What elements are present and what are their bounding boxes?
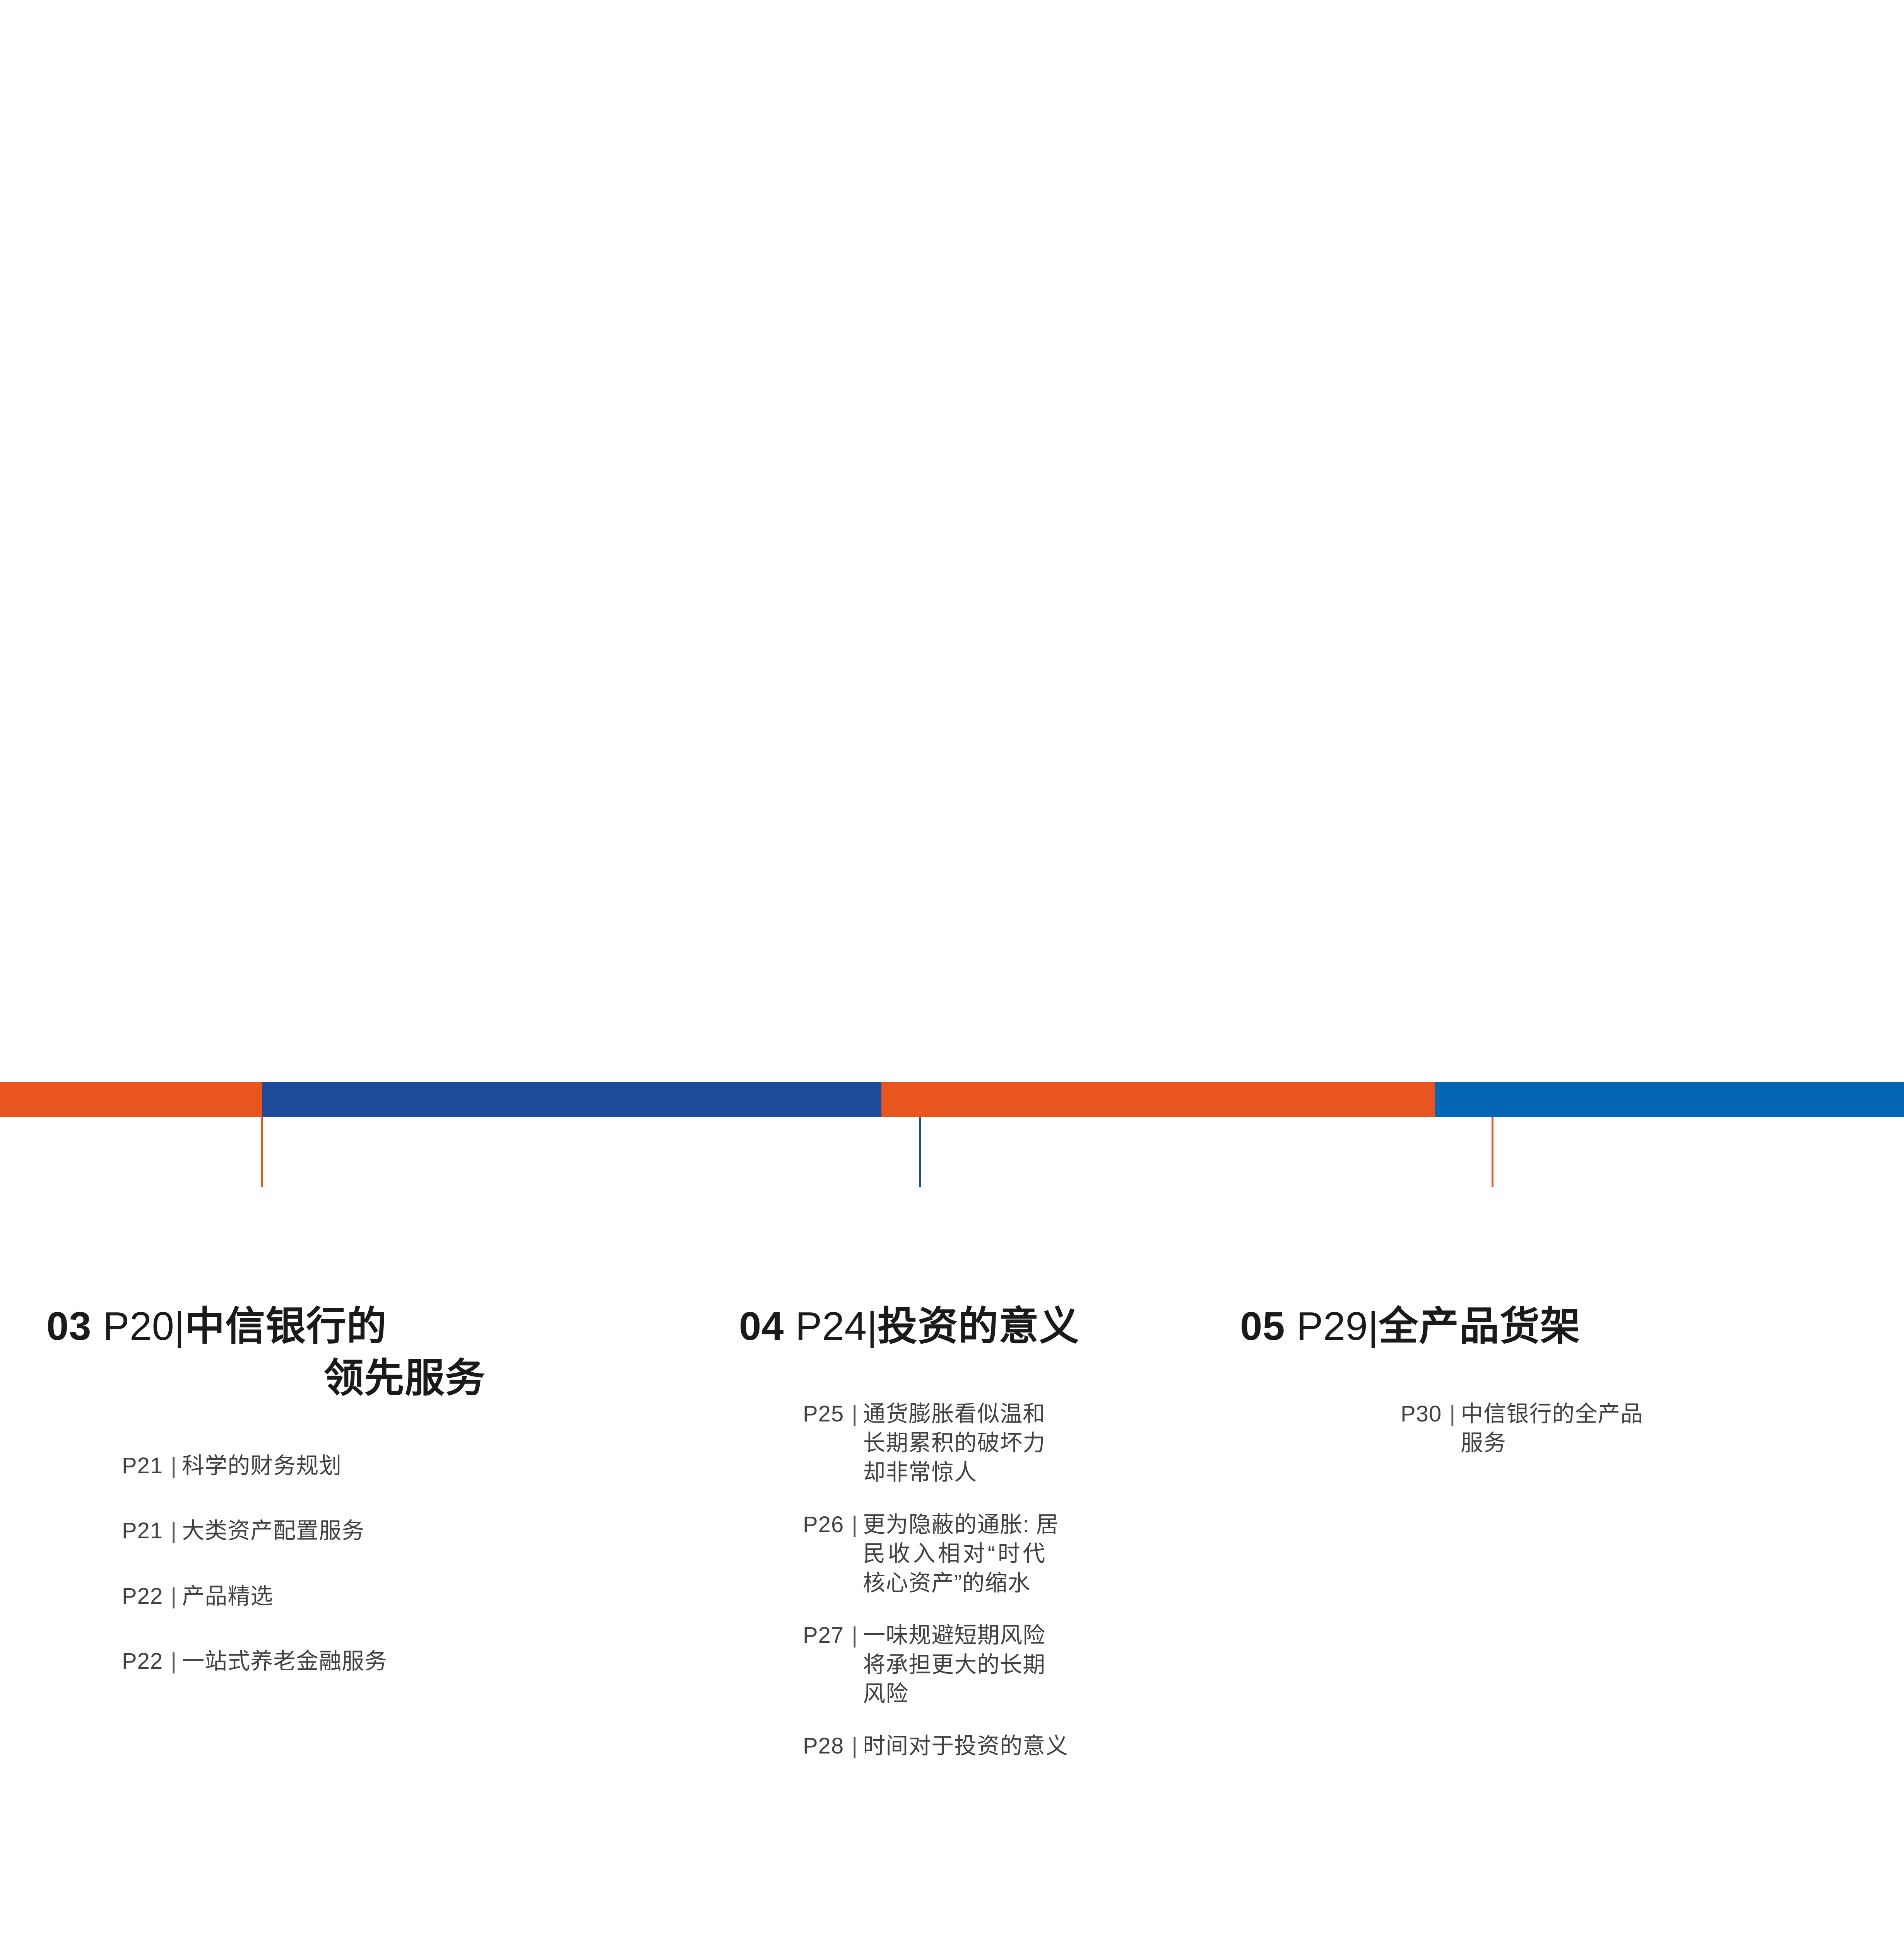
toc-item-page: P21 <box>122 1453 163 1478</box>
toc-item-page: P25 <box>803 1401 844 1426</box>
toc-item[interactable]: P25 | 通货膨胀看似温和 长期累积的破坏力 却非常惊人 <box>803 1399 1219 1487</box>
toc-item-title: 中信银行的全产品 服务 <box>1461 1401 1644 1456</box>
toc-column-03-heading-line2: 领先服务 <box>46 1352 638 1404</box>
toc-item[interactable]: P30 | 中信银行的全产品 服务 <box>1401 1399 1877 1458</box>
toc-column-03-items: P21 | 科学的财务规划 P21 | 大类资产配置服务 P22 | 产品精选 … <box>46 1451 638 1676</box>
toc-item-title: 更为隐蔽的通胀: 居 民收入相对“时代 核心资产”的缩水 <box>863 1512 1059 1596</box>
toc-item[interactable]: P28 | 时间对于投资的意义 <box>803 1731 1219 1760</box>
toc-item-divider: | <box>852 1512 858 1538</box>
column-tick-mark-1 <box>261 1117 263 1187</box>
toc-item[interactable]: P22 | 产品精选 <box>122 1582 638 1611</box>
section-title-line1: 中信银行的 <box>185 1304 387 1348</box>
toc-item-divider: | <box>171 1453 177 1478</box>
section-page: P24 <box>795 1304 867 1348</box>
toc-column-04-items: P25 | 通货膨胀看似温和 长期累积的破坏力 却非常惊人 P26 | 更为隐蔽… <box>739 1399 1219 1761</box>
toc-item[interactable]: P21 | 大类资产配置服务 <box>122 1516 638 1545</box>
toc-column-03-heading: 03 P20|中信银行的 <box>46 1300 638 1352</box>
toc-item-page: P27 <box>803 1623 844 1648</box>
column-tick-mark-3 <box>1492 1117 1493 1187</box>
section-title-line1: 投资的意义 <box>877 1304 1080 1348</box>
toc-column-05-items: P30 | 中信银行的全产品 服务 <box>1240 1399 1877 1458</box>
toc-item[interactable]: P22 | 一站式养老金融服务 <box>122 1647 638 1676</box>
toc-item-divider: | <box>171 1648 177 1674</box>
toc-column-05-heading: 05 P29|全产品货架 <box>1240 1300 1877 1352</box>
toc-item-divider: | <box>1449 1401 1456 1426</box>
toc-item-divider: | <box>171 1518 177 1544</box>
toc-item[interactable]: P27 | 一味规避短期风险 将承担更大的长期 风险 <box>803 1621 1219 1708</box>
heading-divider: | <box>867 1304 878 1348</box>
toc-column-04-heading: 04 P24|投资的意义 <box>739 1300 1219 1352</box>
toc-item[interactable]: P21 | 科学的财务规划 <box>122 1451 638 1480</box>
section-color-rule <box>0 1082 1904 1117</box>
section-page: P20 <box>103 1304 174 1348</box>
section-title-line2: 领先服务 <box>324 1355 486 1400</box>
toc-item-page: P22 <box>122 1583 163 1609</box>
toc-item-title: 一站式养老金融服务 <box>182 1648 388 1674</box>
toc-item-title: 产品精选 <box>182 1583 274 1609</box>
heading-divider: | <box>174 1304 185 1348</box>
toc-item-page: P26 <box>803 1512 844 1538</box>
rule-segment-blue-dark <box>262 1082 881 1117</box>
toc-item-page: P22 <box>122 1648 163 1674</box>
toc-item-title: 一味规避短期风险 将承担更大的长期 风险 <box>863 1623 1046 1707</box>
toc-item-divider: | <box>852 1733 858 1759</box>
column-tick-mark-2 <box>919 1117 921 1187</box>
toc-item-title: 时间对于投资的意义 <box>863 1733 1069 1759</box>
toc-item-page: P21 <box>122 1518 163 1544</box>
section-number: 04 <box>739 1304 784 1348</box>
rule-segment-orange-1 <box>0 1082 262 1117</box>
toc-item[interactable]: P26 | 更为隐蔽的通胀: 居 民收入相对“时代 核心资产”的缩水 <box>803 1510 1219 1598</box>
rule-segment-blue-bright <box>1435 1082 1904 1117</box>
toc-item-title: 科学的财务规划 <box>182 1453 342 1478</box>
toc-column-03: 03 P20|中信银行的 领先服务 P21 | 科学的财务规划 P21 | 大类… <box>0 1300 638 1784</box>
toc-item-title: 通货膨胀看似温和 长期累积的破坏力 却非常惊人 <box>863 1401 1046 1485</box>
toc-item-page: P30 <box>1401 1401 1442 1426</box>
toc-item-divider: | <box>171 1583 177 1609</box>
section-number: 05 <box>1240 1304 1285 1348</box>
toc-item-page: P28 <box>803 1733 844 1759</box>
toc-item-divider: | <box>852 1401 858 1426</box>
toc-column-04: 04 P24|投资的意义 P25 | 通货膨胀看似温和 长期累积的破坏力 却非常… <box>638 1300 1219 1784</box>
toc-item-divider: | <box>852 1623 858 1648</box>
toc-column-05: 05 P29|全产品货架 P30 | 中信银行的全产品 服务 <box>1219 1300 1877 1784</box>
section-title-line1: 全产品货架 <box>1378 1304 1581 1348</box>
toc-item-title: 大类资产配置服务 <box>182 1518 365 1544</box>
section-number: 03 <box>46 1304 92 1348</box>
heading-divider: | <box>1368 1304 1379 1348</box>
toc-columns: 03 P20|中信银行的 领先服务 P21 | 科学的财务规划 P21 | 大类… <box>0 1300 1904 1784</box>
section-page: P29 <box>1296 1304 1368 1348</box>
rule-segment-orange-2 <box>881 1082 1435 1117</box>
